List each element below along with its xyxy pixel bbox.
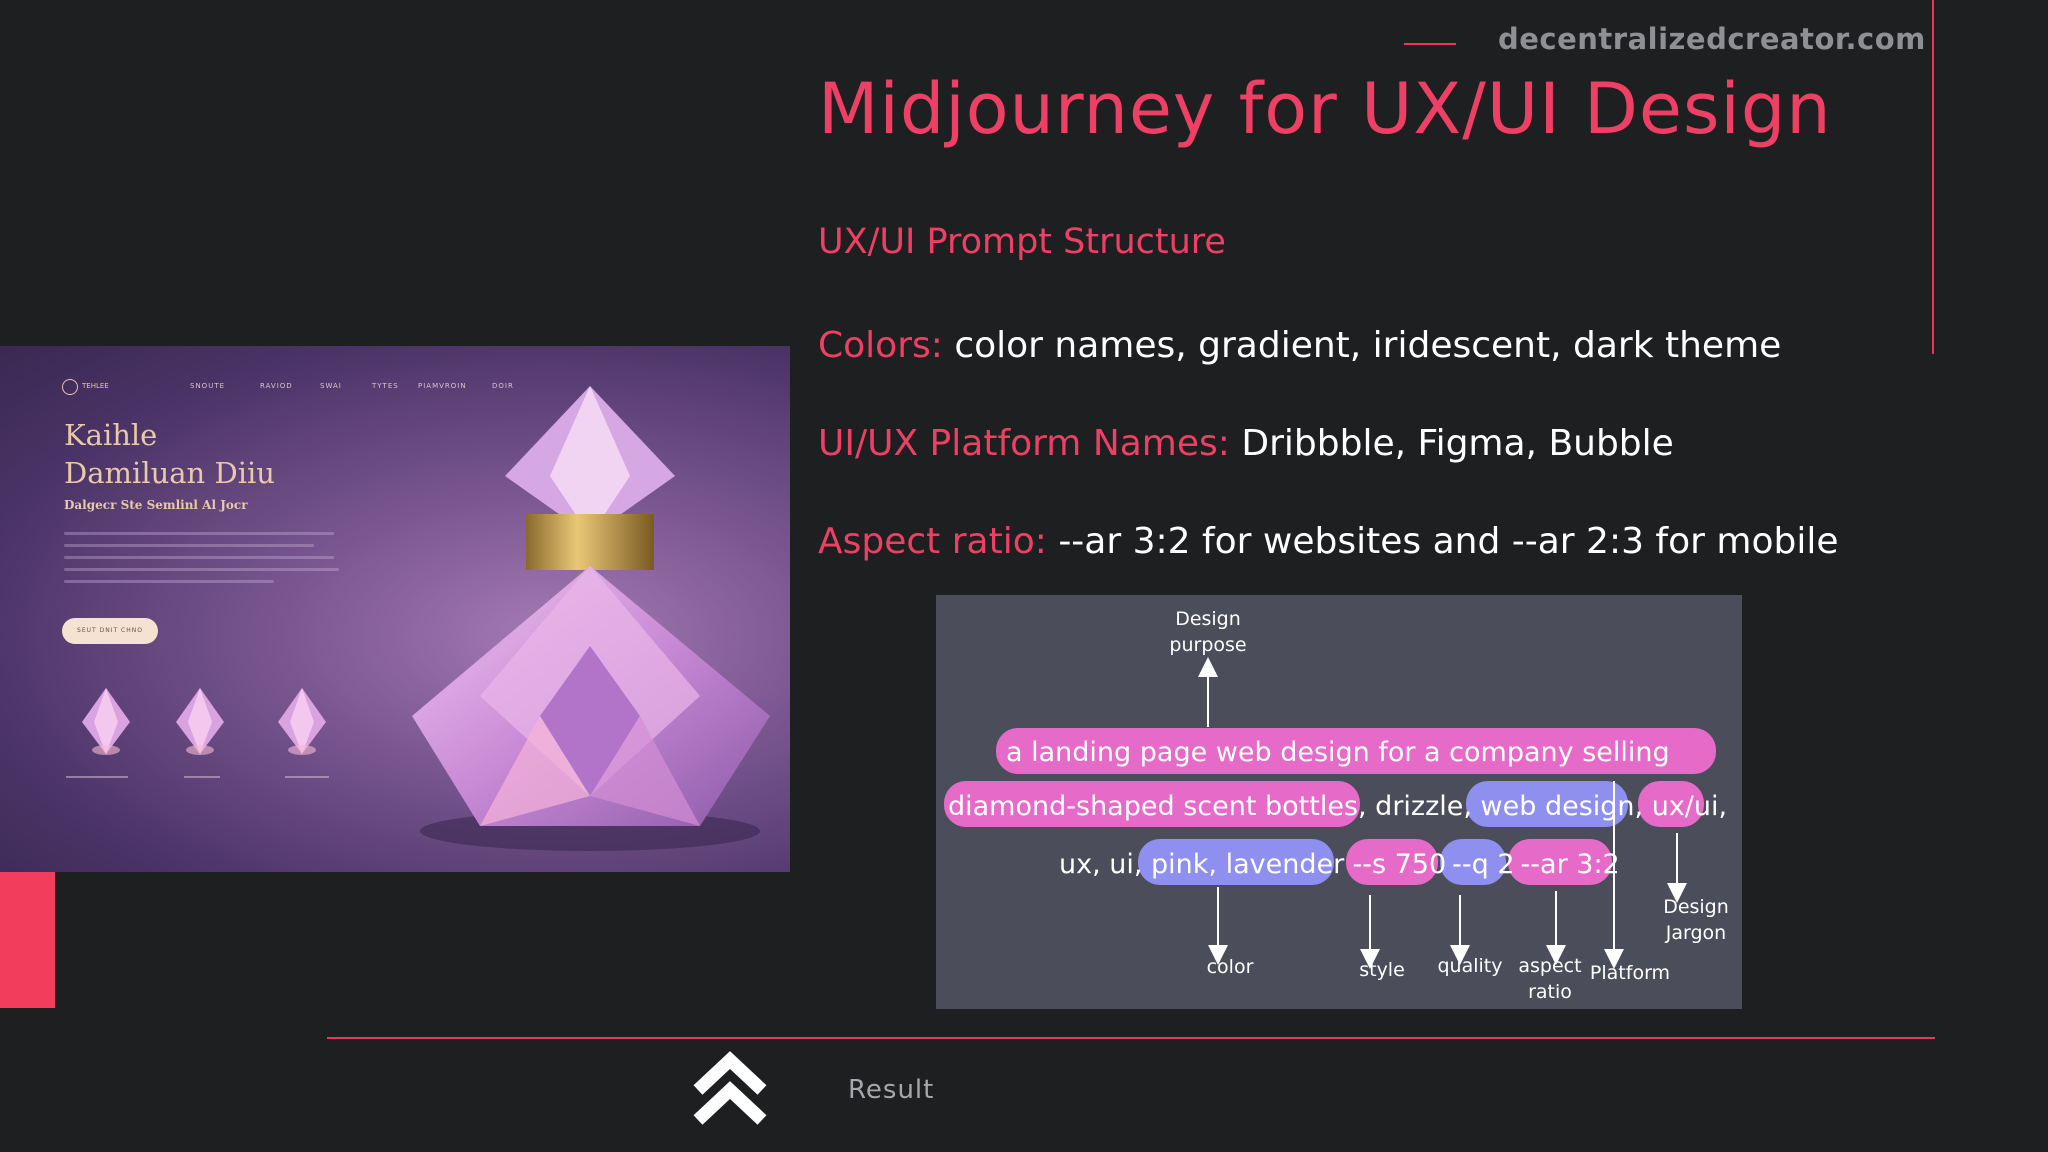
label-style: style [1359,959,1405,981]
prompt-aspect: --ar 3:2 [1521,849,1620,880]
aspect-label: Aspect ratio: [818,521,1047,562]
accent-block [0,872,55,1008]
colors-row: Colors: color names, gradient, iridescen… [818,325,1781,366]
hero-text-line [64,532,334,535]
site-url[interactable]: decentralizedcreator.com [1498,22,1926,56]
hero-logo-text: TEHLEE [82,382,109,390]
hero-nav-item: SNOUTE [190,382,226,390]
hero-text-line [64,580,274,583]
gem-caption [285,776,329,778]
hero-nav-item: TYTES [372,382,399,390]
chip-platform [1466,781,1628,827]
prompt-subject: diamond-shaped scent bottles [948,791,1358,822]
page-title: Midjourney for UX/UI Design [818,68,1832,150]
prompt-quality: --q 2 [1452,849,1514,880]
prompt-drizzle: , drizzle, [1358,791,1481,822]
prompt-style: --s 750 [1352,849,1446,880]
platforms-label: UI/UX Platform Names: [818,423,1230,464]
platforms-value: Dribbble, Figma, Bubble [1229,423,1674,464]
prompt-color: pink, lavender [1151,849,1345,880]
chip-subject [944,781,1360,827]
hero-nav-item: SWAI [320,382,342,390]
label-jargon-1: Design [1663,896,1729,918]
prompt-ux-ui: ux, ui, [1059,849,1151,880]
logo-icon [62,379,78,395]
hero-nav-item: PIAMVROIN [418,382,467,390]
hero-text-line [64,544,314,547]
chip-aspect [1508,839,1612,885]
hero-nav-item: RAVIOD [260,382,293,390]
label-quality: quality [1438,955,1503,977]
hero-subtitle: Dalgecr Ste Semlinl Al Jocr [64,498,248,512]
chip-quality [1440,839,1506,885]
result-label: Result [848,1075,935,1105]
gem-caption [184,776,220,778]
perfume-bottle-illustration [412,386,770,851]
colors-label: Colors: [818,325,943,366]
prompt-line-3: ux, ui, pink, lavender--s 750--q 2--ar 3… [1059,849,1620,880]
prompt-structure-diagram: Design purpose a landing page web design… [936,595,1742,1009]
right-divider [1932,0,1934,354]
platforms-row: UI/UX Platform Names: Dribbble, Figma, B… [818,423,1674,464]
hero-title-line-2: Damiluan Diiu [64,456,275,490]
prompt-jargon: ux/ui [1652,791,1719,822]
header-accent-line [1404,43,1456,45]
section-subtitle: UX/UI Prompt Structure [818,222,1226,262]
prompt-comma-end: , [1719,791,1728,822]
prompt-line-2: diamond-shaped scent bottles, drizzle, w… [948,791,1727,822]
aspect-value: --ar 3:2 for websites and --ar 2:3 for m… [1046,521,1839,562]
prompt-line-1: a landing page web design for a company … [1006,737,1670,768]
label-aspect-2: ratio [1528,981,1572,1003]
prompt-platform: web design [1481,791,1635,822]
chip-style [1346,839,1438,885]
diagram-canvas: Design purpose a landing page web design… [944,608,1729,1003]
footer-divider [327,1037,1935,1039]
small-gem-icon [176,688,224,755]
hero-nav-item: DOIR [492,382,514,390]
gem-caption [66,776,128,778]
hero-text-line [64,568,339,571]
colors-value: color names, gradient, iridescent, dark … [942,325,1782,366]
prompt-comma: , [1635,791,1652,822]
chip-jargon [1638,781,1704,827]
example-landing-page-image: TEHLEE SNOUTE RAVIOD SWAI TYTES PIAMVROI… [0,346,790,872]
label-color: color [1207,956,1254,978]
hero-text-line [64,556,334,559]
small-gem-icon [278,688,326,755]
label-platform: Platform [1590,962,1670,984]
hero-cta-button: SEUT DNIT CHNO [62,618,158,644]
chip-color [1138,839,1334,885]
label-design-purpose-2: purpose [1169,634,1246,656]
label-design-purpose-1: Design [1175,608,1241,630]
label-jargon-2: Jargon [1665,922,1726,944]
double-chevron-up-icon[interactable] [690,1050,770,1130]
small-gem-icon [82,688,130,755]
label-aspect-1: aspect [1518,955,1581,977]
hero-title-line-1: Kaihle [64,418,158,452]
chip-design-purpose [996,728,1716,774]
aspect-row: Aspect ratio: --ar 3:2 for websites and … [818,521,1838,562]
